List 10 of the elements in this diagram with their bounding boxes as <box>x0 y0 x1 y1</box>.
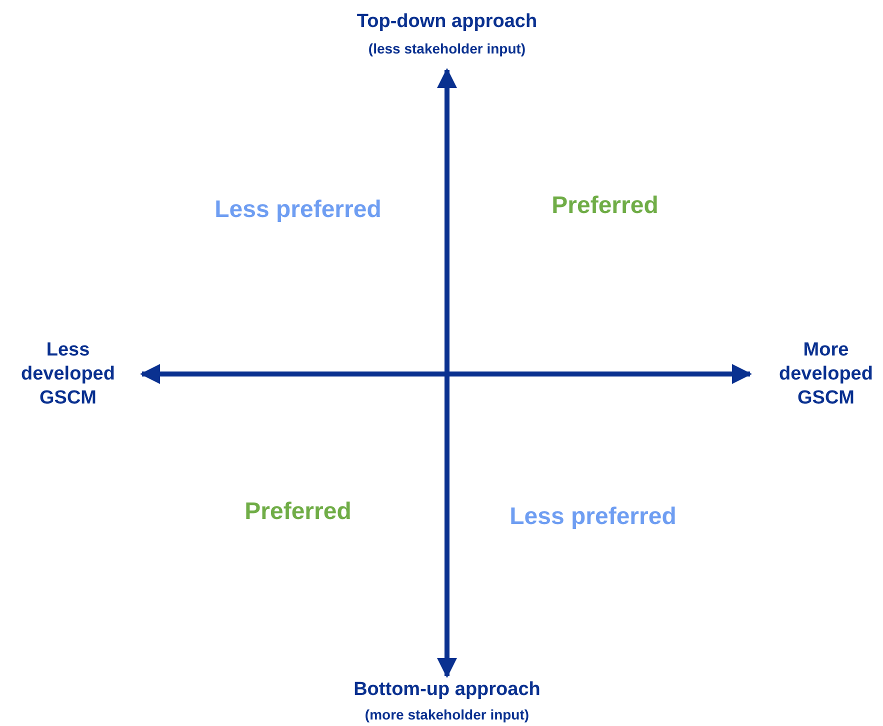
axis-title: Bottom-up approach <box>354 678 540 702</box>
quadrant-label: Preferred <box>552 191 658 221</box>
quadrant-label: Less preferred <box>214 195 382 225</box>
quadrant-label: Preferred <box>244 497 352 527</box>
axis-subtitle: (less stakeholder input) <box>368 40 526 58</box>
axis-title: Top-down approach <box>356 10 538 34</box>
axis-end-label: Less developed GSCM <box>20 338 116 410</box>
axis-subtitle: (more stakeholder input) <box>364 706 530 724</box>
axis-end-label: More developed GSCM <box>778 338 874 410</box>
quadrant-label: Less preferred <box>510 502 676 532</box>
